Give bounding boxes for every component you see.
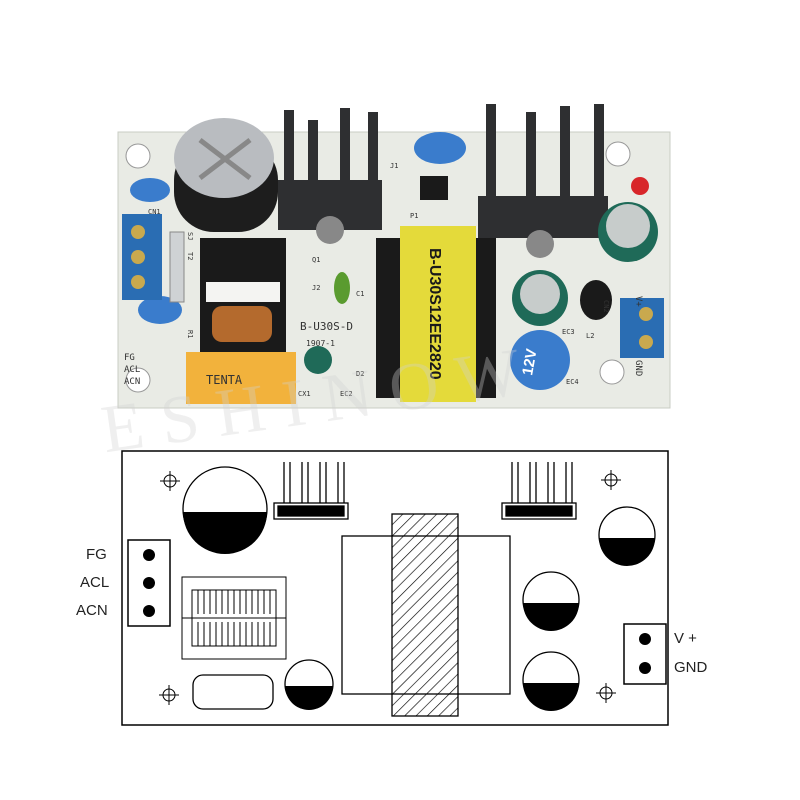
small-capacitor (304, 346, 332, 374)
silk-ref-cn1: CN1 (148, 208, 161, 216)
board-marking: B-U30S-D (300, 320, 353, 333)
silk-out-vplus: V+ (633, 296, 643, 307)
diagram-output-terminal (623, 623, 667, 685)
silk-out-gnd: GND (633, 360, 643, 376)
x-capacitor-label: TENTA (206, 373, 243, 387)
pin-label-gnd: GND (674, 659, 708, 676)
pin-label-acl: ACL (80, 574, 110, 591)
bulk-capacitor (174, 118, 278, 232)
diagram-transformer (341, 513, 511, 717)
diagram-choke (181, 576, 287, 660)
optocoupler (420, 176, 448, 200)
silk-ref-t2: T2 (186, 252, 194, 260)
silk-ref-sj: SJ (186, 232, 194, 240)
date-code: 1907-1 (306, 339, 335, 348)
diagram-output-capacitor-1 (598, 506, 656, 566)
fuse (169, 231, 185, 303)
mount-crosshair (601, 470, 621, 490)
common-mode-choke (200, 238, 286, 354)
diagram-x-capacitor (192, 674, 274, 710)
heatsink-right (478, 104, 608, 258)
silk-ref-j1: J1 (390, 162, 398, 170)
heatsink-left (278, 108, 382, 244)
silk-ref-d2: D2 (356, 370, 364, 378)
silk-ref-ec4: EC4 (566, 378, 579, 386)
silk-ref-p1: P1 (410, 212, 418, 220)
diagram-bulk-capacitor (182, 466, 268, 554)
mount-hole (605, 141, 631, 167)
y-capacitor (414, 132, 466, 164)
silk-ref-j2: J2 (312, 284, 320, 292)
inductor (580, 280, 612, 320)
silk-ref-cx1: CX1 (298, 390, 311, 398)
cap-12v-label: 12V (519, 347, 540, 376)
silk-ref-r1: R1 (186, 330, 194, 338)
diagram-heatsink-left (273, 462, 349, 520)
mount-hole (125, 143, 151, 169)
transformer-label: B-U30S12EE2820 (426, 248, 443, 380)
output-capacitor-2 (598, 202, 658, 262)
input-terminal-block (122, 214, 162, 300)
silk-ref-ec3: EC3 (562, 328, 575, 336)
mount-crosshair (160, 471, 180, 491)
transformer: B-U30S12EE2820 (376, 226, 496, 402)
y-capacitor (138, 296, 182, 324)
silk-pin-fg: FG (124, 353, 135, 363)
silk-pin-acl: ACL (124, 365, 140, 375)
pin-label-acn: ACN (76, 602, 108, 619)
mount-hole (125, 367, 151, 393)
silk-ref-l2: L2 (586, 332, 594, 340)
diagram-small-capacitor (284, 659, 334, 710)
pcb-photo: TENTA B-U30S12EE2820 12V B-U30S-D 1907-1… (117, 104, 671, 409)
output-terminal-block (620, 298, 664, 358)
pin-label-vplus: V + (674, 630, 697, 647)
mount-crosshair (596, 683, 616, 703)
pin-label-fg: FG (86, 546, 107, 563)
led (631, 177, 649, 195)
diagram-heatsink-right (501, 462, 577, 520)
y-capacitor (130, 178, 170, 202)
silk-ref-q1: Q1 (312, 256, 320, 264)
mount-hole (599, 359, 625, 385)
mount-crosshair (159, 685, 179, 705)
silk-ref-ec2: EC2 (340, 390, 353, 398)
diagram-output-capacitor-3 (522, 651, 580, 711)
green-diode (334, 272, 350, 304)
output-capacitor (512, 270, 568, 326)
silk-pin-acn: ACN (124, 377, 140, 387)
diagram-output-capacitor-2 (522, 571, 580, 631)
silk-ref-cn2: CN2 (602, 300, 610, 313)
x-capacitor: TENTA (186, 352, 296, 404)
output-capacitor-12v: 12V (510, 330, 570, 390)
diagram-input-terminal (127, 539, 171, 627)
silk-ref-c1: C1 (356, 290, 364, 298)
